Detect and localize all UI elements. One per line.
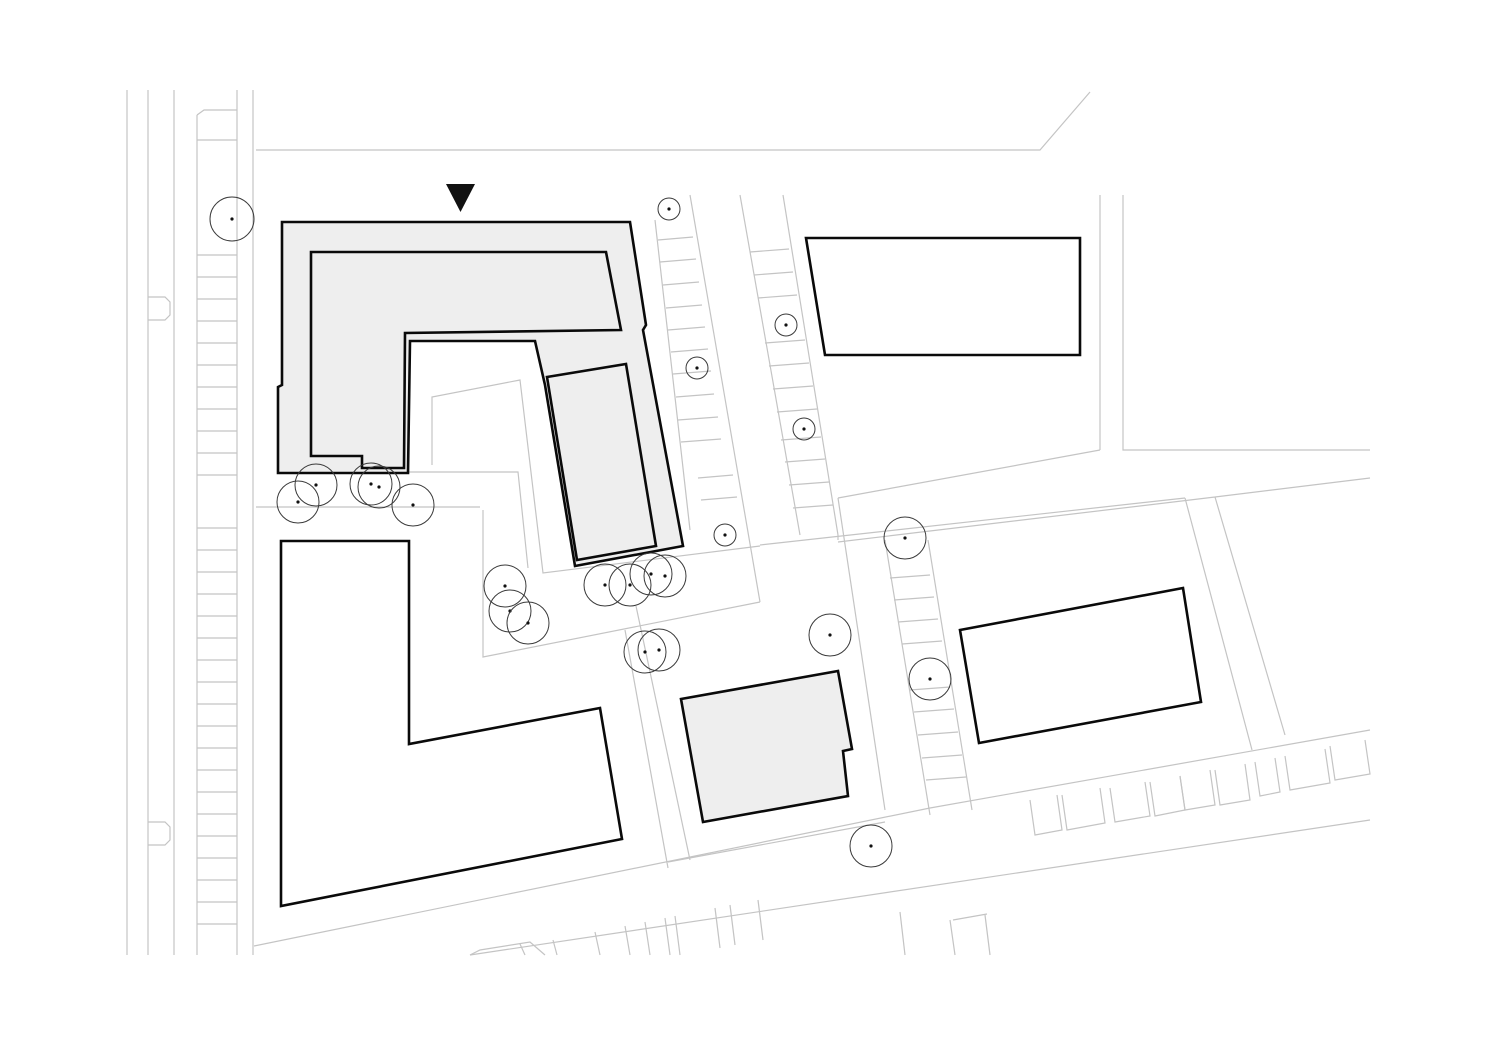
context-building-southwest xyxy=(279,539,624,908)
trees xyxy=(209,196,952,868)
tree-canopy-icon xyxy=(849,824,893,868)
tree-canopy-icon xyxy=(643,554,687,598)
tree-canopy-icon xyxy=(488,589,532,633)
tree-canopy-icon xyxy=(209,196,255,242)
tree-canopy-icon xyxy=(685,356,709,380)
tree-canopy-icon xyxy=(483,564,527,608)
tree-canopy-icon xyxy=(637,628,681,672)
tree-canopy-icon xyxy=(294,463,338,507)
tree-canopy-icon xyxy=(583,563,627,607)
project-building-small xyxy=(679,669,854,824)
tree-canopy-icon xyxy=(357,465,401,509)
buildings xyxy=(276,220,1203,908)
tree-canopy-icon xyxy=(883,516,927,560)
context-building-northeast xyxy=(804,236,1082,357)
tree-canopy-icon xyxy=(506,601,550,645)
context-building-east xyxy=(958,586,1203,745)
tree-canopy-icon xyxy=(608,563,652,607)
tree-canopy-icon xyxy=(808,613,852,657)
tree-canopy-icon xyxy=(391,483,435,527)
tree-canopy-icon xyxy=(774,313,798,337)
tree-canopy-icon xyxy=(908,657,952,701)
tree-canopy-icon xyxy=(657,197,681,221)
entrance-triangle-icon xyxy=(446,184,475,212)
tree-canopy-icon xyxy=(629,552,673,596)
tree-canopy-icon xyxy=(349,462,393,506)
tree-canopy-icon xyxy=(713,523,737,547)
tree-canopy-icon xyxy=(623,630,667,674)
tree-canopy-icon xyxy=(276,480,320,524)
project-building-main-inner xyxy=(309,250,623,470)
project-building-bar xyxy=(545,362,658,562)
tree-canopy-icon xyxy=(792,417,816,441)
context-lines xyxy=(126,90,1371,956)
